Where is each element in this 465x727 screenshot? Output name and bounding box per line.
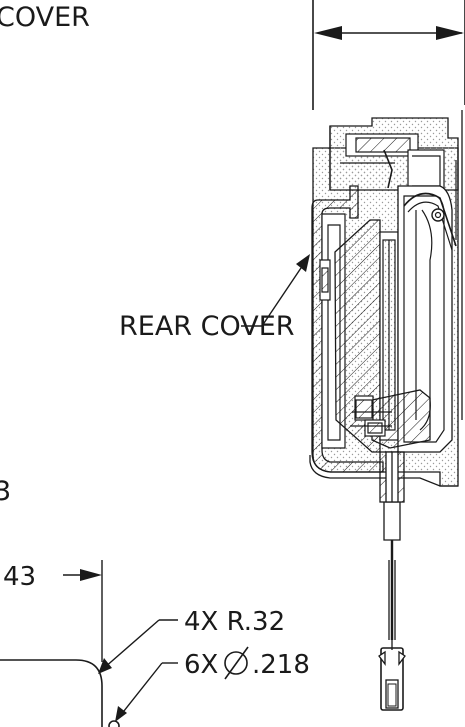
- dimension-arrow-icon: [296, 254, 310, 272]
- dimension-arrow-icon: [115, 706, 127, 722]
- left-text-fragment: 3: [0, 476, 11, 507]
- rear-cover-callout-label: REAR COVER: [119, 311, 295, 342]
- dimension-arrow-icon: [80, 569, 102, 581]
- mounting-plate-outline: [0, 659, 120, 727]
- lower-hub: [371, 389, 431, 449]
- fillet-radius-leader: [98, 619, 178, 674]
- dimension-43-label: 43: [3, 562, 36, 592]
- hole-diameter-leader: [115, 662, 178, 722]
- dimension-43: [63, 560, 103, 662]
- rear-cover-shell: [311, 185, 384, 473]
- dimension-arrow-icon: [436, 26, 464, 40]
- dimension-arrow-icon: [98, 658, 112, 674]
- cable-assembly: [378, 451, 406, 711]
- hole-diameter-label: .218: [252, 650, 310, 680]
- dimension-arrow-icon: [314, 26, 342, 40]
- fillet-radius-label: 4X R.32: [184, 607, 285, 637]
- rear-cover-leader: [241, 254, 310, 327]
- hole-count-label: 6X: [184, 650, 218, 680]
- mounting-hole: [108, 720, 120, 727]
- cover-label-fragment: COVER: [0, 2, 90, 33]
- top-width-dimension: [312, 0, 465, 110]
- section-view: [309, 110, 463, 487]
- diameter-symbol-icon: [224, 646, 249, 680]
